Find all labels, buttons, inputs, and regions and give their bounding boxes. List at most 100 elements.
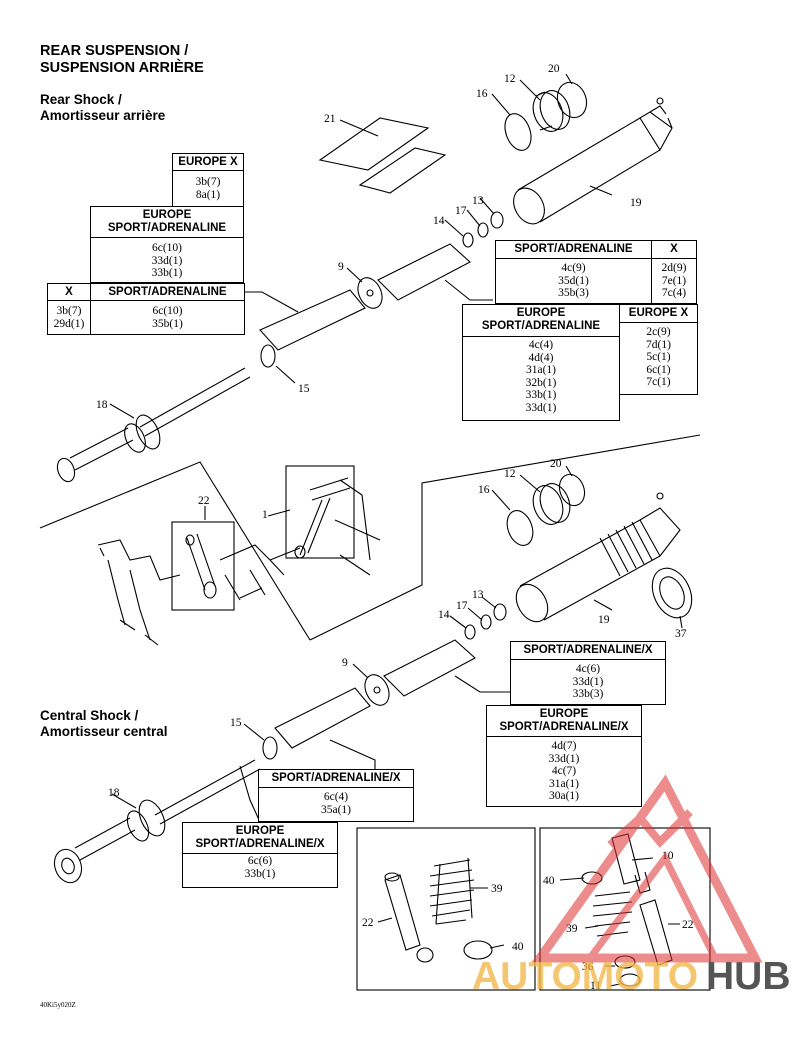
part-code: 4c(9) — [561, 262, 586, 274]
callout-9-rear: 9 — [338, 261, 344, 273]
callout-12-rear: 12 — [504, 73, 516, 85]
part-code: 35b(3) — [558, 287, 589, 299]
part-code: 33d(1) — [151, 254, 183, 267]
part-code: 33d(1) — [548, 752, 580, 765]
part-code: 7c(1) — [646, 376, 671, 388]
callout-17-central: 17 — [456, 600, 468, 612]
page-title: REAR SUSPENSION / SUSPENSION ARRIÈRE — [40, 43, 204, 77]
box-head-sport: SPORT/ADRENALINE — [108, 286, 227, 298]
callout-9-central: 9 — [342, 657, 348, 669]
box-central-europe-lower: EUROPE SPORT/ADRENALINE/X 6c(6) 33b(1) — [182, 822, 338, 888]
callout-12-central: 12 — [504, 468, 516, 480]
part-code: 4d(4) — [528, 351, 554, 364]
callout-39-detail-left: 39 — [491, 883, 503, 895]
part-code: 33d(1) — [572, 675, 604, 688]
part-code: 7c(4) — [661, 287, 687, 299]
oring-16-central-drawing — [506, 510, 534, 546]
central-shim-stack-right-drawing — [383, 639, 476, 697]
rear-shock-heading: Rear Shock / Amortisseur arrière — [40, 92, 165, 124]
part-code: 3b(7) — [56, 305, 82, 317]
callout-36-detail-right: 36 — [582, 961, 594, 973]
watermark-logo-icon — [531, 774, 763, 963]
part-code: 30a(1) — [548, 790, 579, 802]
part-code: 3b(7) — [195, 176, 221, 188]
part-code: 2d(9) — [661, 262, 687, 274]
callout-39-detail-right: 39 — [566, 923, 578, 935]
callout-40-detail-left: 40 — [512, 941, 524, 953]
callout-13-rear: 13 — [472, 195, 484, 207]
callout-14-central: 14 — [438, 609, 450, 621]
detail-panel-left — [356, 827, 536, 991]
part-code: 6c(10) — [151, 242, 182, 254]
rear-shaft-drawing — [139, 367, 251, 437]
box-head-europe-x: EUROPE X — [628, 307, 689, 319]
callout-40-detail-right: 40 — [543, 875, 555, 887]
part-code: 6c(6) — [247, 855, 273, 867]
washer-13-drawing — [490, 211, 504, 229]
drawing-code: 40Ki5y020Z — [40, 1001, 76, 1009]
callout-20-central: 20 — [550, 458, 562, 470]
box-head-line2: SPORT/ADRENALINE — [107, 222, 227, 234]
part-code: 4d(7) — [551, 740, 577, 752]
piston-9-drawing — [357, 277, 383, 309]
rear-eye-end-drawing — [56, 427, 134, 483]
callout-16-rear: 16 — [476, 88, 488, 100]
box-head-line2: SPORT/ADRENALINE/X — [499, 721, 629, 733]
page-title-line2: SUSPENSION ARRIÈRE — [40, 60, 204, 76]
box-sport-x-right: SPORT/ADRENALINE 4c(9) 35d(1) 35b(3) X 2… — [495, 240, 697, 304]
watermark-text-automoto: AUTOMOTO — [472, 955, 699, 998]
oring-16-drawing — [504, 113, 532, 151]
rear-shock-heading-line2: Amortisseur arrière — [40, 108, 166, 123]
cap-12-drawing — [532, 90, 571, 132]
ring-20-drawing — [556, 81, 588, 119]
part-code: 31a(1) — [525, 364, 556, 376]
box-head: SPORT/ADRENALINE/X — [271, 772, 401, 784]
part-code: 7e(1) — [661, 274, 687, 287]
part-code: 35a(1) — [320, 803, 351, 816]
cap-12-central-drawing — [532, 483, 571, 525]
part-code: 8a(1) — [195, 188, 221, 201]
callout-17-rear: 17 — [455, 205, 467, 217]
washer-17-central-drawing — [480, 614, 492, 630]
callout-15-central: 15 — [230, 717, 242, 729]
rear-shim-stack-left-drawing — [259, 289, 366, 351]
callout-18-central: 18 — [108, 787, 120, 799]
washer-17-drawing — [477, 222, 489, 238]
callout-19-rear: 19 — [630, 197, 642, 209]
washer-15-drawing — [260, 344, 276, 368]
callout-14-rear: 14 — [433, 215, 445, 227]
box-head-line1: EUROPE — [539, 708, 589, 720]
washer-14-drawing — [462, 232, 474, 248]
box-head: SPORT/ADRENALINE/X — [523, 644, 653, 656]
rear-shock-heading-line1: Rear Shock / — [40, 92, 122, 107]
callout-15-rear: 15 — [298, 383, 310, 395]
part-code: 33b(1) — [525, 389, 557, 401]
part-code: 29d(1) — [53, 317, 85, 330]
part-code: 33b(1) — [151, 267, 183, 279]
callout-20-rear: 20 — [548, 63, 560, 75]
decal-21-drawing — [318, 117, 447, 194]
central-eye-end-drawing — [53, 817, 136, 884]
part-code: 7d(1) — [646, 338, 671, 351]
rear-shim-stack-right-drawing — [377, 243, 471, 301]
piston-9-central-drawing — [364, 674, 390, 706]
box-head-line2: SPORT/ADRENALINE/X — [195, 838, 325, 850]
part-code: 5c(1) — [646, 351, 671, 363]
part-code: 35b(1) — [152, 317, 183, 330]
shock-body-19-drawing — [513, 97, 673, 225]
part-code: 33d(1) — [525, 401, 557, 414]
central-shim-stack-left-drawing — [274, 687, 371, 749]
central-shock-heading-line1: Central Shock / — [40, 708, 139, 723]
box-central-europe: EUROPE SPORT/ADRENALINE/X 4d(7) 33d(1) 4… — [486, 705, 642, 807]
callout-22-chassis: 22 — [198, 495, 210, 507]
callout-21-rear: 21 — [324, 113, 336, 125]
box-head-x: X — [65, 286, 73, 298]
part-code: 33b(3) — [572, 688, 604, 700]
box-head-line1: EUROPE — [142, 209, 192, 221]
bumper-18-central-drawing — [126, 799, 166, 842]
central-shock-heading: Central Shock / Amortisseur central — [40, 708, 168, 740]
callout-16-central: 16 — [478, 484, 490, 496]
box-central-sport-x: SPORT/ADRENALINE/X 4c(6) 33d(1) 33b(3) — [510, 641, 666, 705]
central-shaft-drawing — [154, 759, 261, 825]
